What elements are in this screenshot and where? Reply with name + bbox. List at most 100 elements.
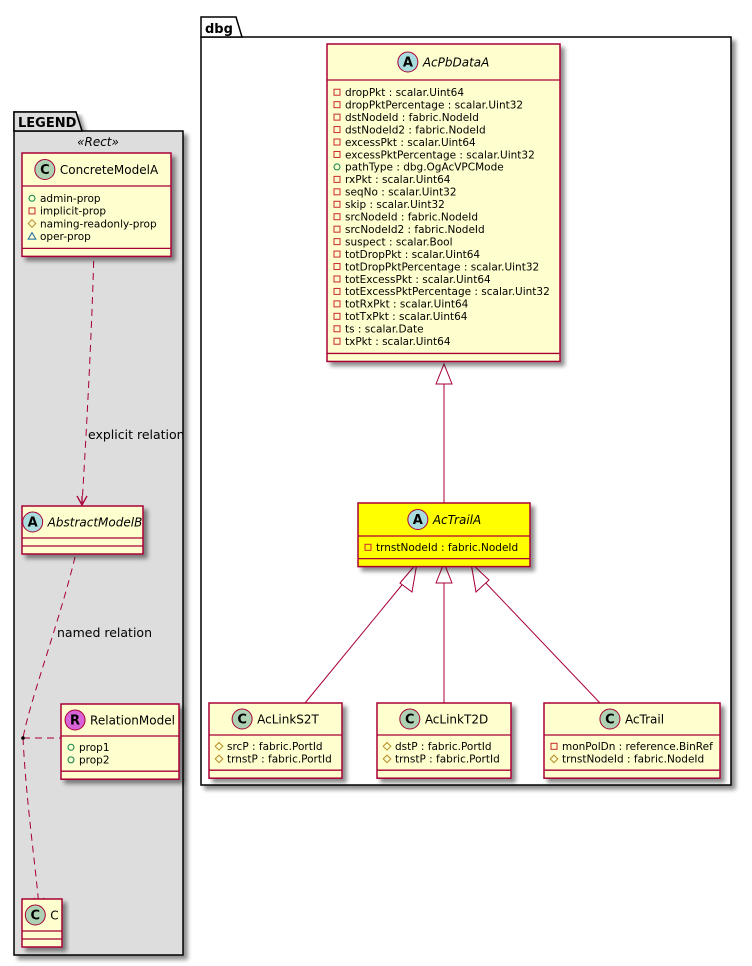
attribute-text: srcNodeId2 : fabric.NodeId — [345, 224, 485, 236]
class-attribute: dstP : fabric.PortId — [382, 741, 492, 753]
protected-visibility-icon — [27, 218, 37, 229]
attribute-text: implicit-prop — [40, 206, 106, 218]
attribute-text: trnstP : fabric.PortId — [227, 754, 332, 766]
class-attribute: skip : scalar.Uint32 — [333, 199, 445, 211]
attribute-text: dstNodeId2 : fabric.NodeId — [345, 124, 486, 136]
class-attribute: totExcessPktPercentage : scalar.Uint32 — [333, 286, 550, 298]
private-visibility-icon — [364, 543, 372, 551]
inheritance-actrail-actraila[interactable] — [482, 579, 601, 704]
public-visibility-icon — [67, 743, 75, 751]
class-icon: C — [231, 708, 253, 730]
class-icon: C — [24, 904, 46, 926]
private-visibility-icon — [28, 207, 36, 215]
private-visibility-icon — [333, 263, 341, 271]
private-visibility-icon — [333, 337, 341, 345]
private-visibility-icon — [333, 287, 341, 295]
inheritance-arrowhead-aclinks2t — [399, 561, 418, 593]
class-spot-circle — [231, 708, 253, 730]
class-box[interactable] — [21, 505, 144, 555]
class-attribute: ts : scalar.Date — [333, 324, 424, 336]
attribute-text: prop2 — [79, 755, 110, 767]
class-attribute: prop2 — [67, 755, 110, 767]
class-attribute: totTxPkt : scalar.Uint64 — [333, 311, 468, 323]
attribute-text: ts : scalar.Date — [345, 324, 424, 336]
class-attribute: trnstP : fabric.PortId — [382, 754, 500, 766]
class-attribute: trnstP : fabric.PortId — [214, 754, 332, 766]
class-spot-letter: C — [405, 713, 415, 728]
attribute-text: trnstNodeId : fabric.NodeId — [562, 754, 704, 766]
class-spot-circle — [397, 51, 419, 73]
inheritance-arrowhead-actrail — [470, 561, 490, 593]
class-spot-letter: A — [28, 516, 38, 531]
class-attribute: totDropPktPercentage : scalar.Uint32 — [333, 261, 539, 273]
inheritance-aclinks2t-actraila[interactable] — [304, 579, 407, 704]
private-visibility-icon — [333, 213, 341, 221]
class-attribute: trnstNodeId : fabric.NodeId — [549, 754, 704, 766]
abstract-class-icon: A — [397, 51, 419, 73]
class-attribute: seqNo : scalar.Uint32 — [333, 187, 457, 199]
class-spot-circle — [599, 708, 621, 730]
class-icon: C — [599, 708, 621, 730]
attribute-text: trnstP : fabric.PortId — [395, 754, 500, 766]
class-name: C — [50, 909, 58, 923]
explicit-relation-arrowhead — [76, 495, 88, 507]
class-name: AcTrail — [625, 713, 664, 727]
class-name: AbstractModelB — [47, 516, 143, 530]
class-attribute: trnstNodeId : fabric.NodeId — [364, 542, 518, 554]
class-name: AcLinkS2T — [257, 713, 319, 727]
private-visibility-icon — [550, 742, 558, 750]
attribute-text: prop1 — [79, 742, 110, 754]
abstract-class-icon: A — [407, 509, 429, 530]
private-visibility-icon — [333, 225, 341, 233]
class-spot-letter: R — [70, 714, 80, 729]
explicit-relation-line[interactable] — [81, 248, 95, 505]
class-attribute: rxPkt : scalar.Uint64 — [333, 174, 451, 186]
class-box[interactable] — [357, 502, 531, 568]
attribute-text: pathType : dbg.OgAcVPCMode — [345, 162, 504, 174]
class-box[interactable] — [208, 702, 343, 779]
class-name: AcTrailA — [432, 513, 481, 527]
class-attribute: pathType : dbg.OgAcVPCMode — [333, 162, 504, 174]
class-attribute: srcNodeId2 : fabric.NodeId — [333, 224, 485, 236]
private-visibility-icon — [333, 175, 341, 183]
class-attribute: dstNodeId : fabric.NodeId — [333, 112, 479, 124]
named-relation-label: named relation — [57, 625, 152, 640]
attribute-text: suspect : scalar.Bool — [345, 236, 453, 248]
class-attribute: txPkt : scalar.Uint64 — [333, 336, 451, 348]
class-box[interactable] — [543, 702, 721, 779]
package-visibility-icon — [27, 231, 37, 240]
public-visibility-icon — [28, 194, 36, 202]
class-attribute: oper-prop — [27, 231, 91, 243]
named-relation-line-upper[interactable] — [22, 556, 76, 739]
public-visibility-icon — [333, 163, 341, 171]
private-visibility-icon — [333, 300, 341, 308]
legend-package-name: LEGEND — [18, 116, 77, 131]
attribute-text: dropPktPercentage : scalar.Uint32 — [345, 99, 523, 111]
class-name: RelationModel — [90, 714, 175, 728]
protected-visibility-icon — [382, 754, 392, 764]
class-attribute: naming-readonly-prop — [27, 218, 157, 230]
attribute-text: totRxPkt : scalar.Uint64 — [345, 299, 469, 311]
class-box[interactable] — [376, 702, 512, 779]
attribute-text: excessPkt : scalar.Uint64 — [345, 137, 476, 149]
private-visibility-icon — [333, 150, 341, 158]
attribute-text: totExcessPkt : scalar.Uint64 — [345, 274, 491, 286]
attribute-text: srcNodeId : fabric.NodeId — [345, 212, 478, 224]
class-box[interactable] — [326, 43, 561, 363]
class-attribute: excessPkt : scalar.Uint64 — [333, 137, 476, 149]
class-abstract-model-b[interactable]: A AbstractModelB — [21, 505, 144, 555]
attribute-text: dstNodeId : fabric.NodeId — [345, 112, 479, 124]
private-visibility-icon — [333, 325, 341, 333]
class-spot-letter: C — [237, 713, 247, 728]
edges: explicit relation named relation — [21, 248, 601, 909]
legend-stereotype: «Rect» — [77, 135, 119, 149]
private-visibility-icon — [333, 238, 341, 246]
